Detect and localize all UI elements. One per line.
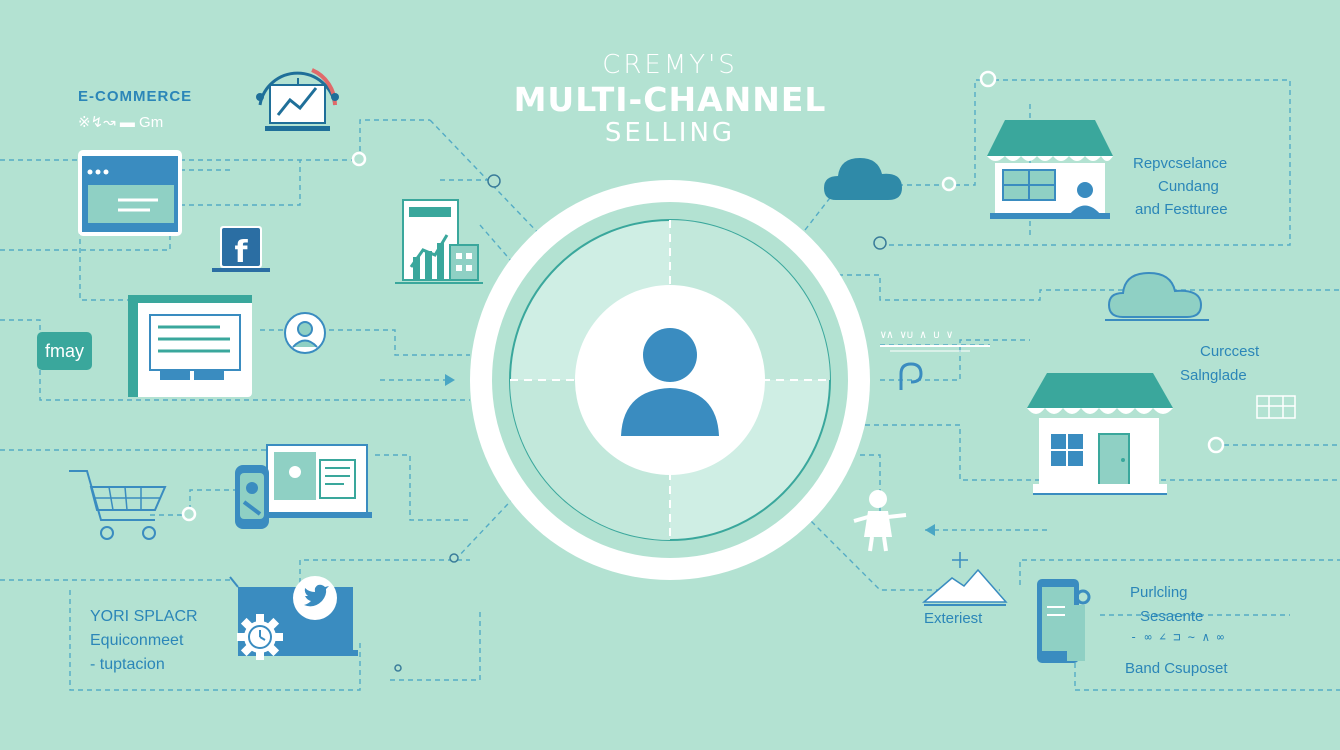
ecommerce-title: E-COMMERCE [78, 88, 193, 105]
svg-text:f: f [234, 235, 248, 270]
twitter-icon [293, 576, 337, 620]
storefront-icon [987, 120, 1113, 219]
mountain-icon [921, 552, 1008, 606]
extra-label: Exteriest [924, 610, 983, 627]
bottom-left-label-1: YORI SPLACR [90, 608, 198, 625]
ecommerce-subtitle: ※↯↝ ▬ Gm [78, 114, 164, 131]
shopping-cart-icon [69, 470, 167, 540]
mobile-device-icon [235, 444, 372, 529]
mid-right-label-1: Curccest [1200, 343, 1260, 360]
building-chart-icon [395, 199, 483, 284]
title-line-2: MULTI-CHANNEL [513, 80, 827, 119]
bottom-left-label-2: Equiconmeet [90, 632, 184, 649]
mid-scribble: ∨∧ ∨∪ ∧ ∪ ∨ [880, 328, 953, 341]
mid-right-label-2: Salnglade [1180, 367, 1247, 384]
cloud-outline-icon [1105, 271, 1209, 321]
child-figure-icon [853, 490, 907, 552]
top-right-label-3: and Festturee [1135, 201, 1228, 218]
bottom-right-label-1: Purlcling [1130, 584, 1188, 601]
bottom-right-label-4: Band Csuposet [1125, 660, 1228, 677]
grid-box-icon [1256, 395, 1296, 419]
mid-underline [880, 345, 990, 352]
web-form-icon [128, 295, 252, 397]
gear-icon [237, 614, 283, 660]
facebook-icon: f [212, 226, 270, 272]
house-store-icon [1027, 373, 1173, 495]
support-person-icon [284, 312, 326, 354]
bottom-right-label-2: Sesaente [1140, 608, 1204, 625]
cloud-icon [824, 158, 902, 200]
user-avatar-icon [621, 328, 719, 436]
bottom-left-label-3: - tuptacion [90, 656, 165, 673]
title-line-1: CREMY'S [602, 50, 738, 80]
etsy-badge: fmay [37, 332, 92, 370]
bottom-right-label-3: - ∞ ∠ ⊐ ∼ ∧ ∞ [1130, 630, 1224, 644]
title-line-3: SELLING [604, 118, 736, 148]
smartphone-icon [1037, 579, 1091, 663]
top-right-label-2: Cundang [1158, 178, 1219, 195]
gauge-icon [256, 68, 339, 131]
top-right-label-1: Repvcselance [1133, 155, 1228, 172]
browser-window-icon [78, 150, 182, 236]
hook-icon [899, 362, 923, 390]
